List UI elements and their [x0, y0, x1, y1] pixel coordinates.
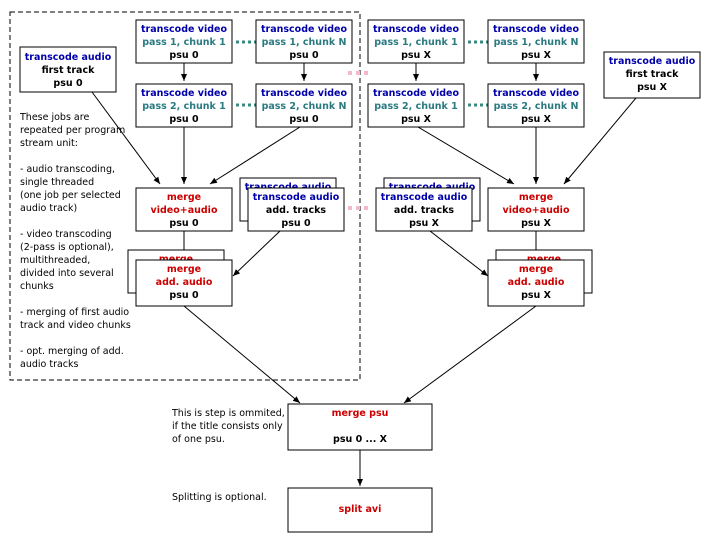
node-transcode-video-pass2-chunk1-psuX: transcode video pass 2, chunk 1 psu X	[367, 83, 465, 128]
svg-text:psu 0: psu 0	[169, 218, 199, 229]
svg-text:pass 2, chunk N: pass 2, chunk N	[494, 101, 579, 112]
svg-text:merge: merge	[519, 264, 553, 275]
svg-text:if the title consists only: if the title consists only	[172, 421, 283, 432]
svg-text:multithreaded,: multithreaded,	[20, 255, 90, 266]
svg-text:psu X: psu X	[401, 114, 432, 125]
node-merge-video-audio-psu0: merge video+audio psu 0	[135, 187, 233, 232]
svg-text:transcode audio: transcode audio	[253, 192, 340, 203]
svg-text:These jobs are: These jobs are	[19, 112, 89, 123]
svg-text:psu 0: psu 0	[289, 114, 319, 125]
svg-text:merge: merge	[167, 192, 201, 203]
svg-text:transcode video: transcode video	[493, 88, 579, 99]
svg-text:psu X: psu X	[409, 218, 440, 229]
svg-text:video+audio: video+audio	[151, 205, 218, 216]
svg-text:single threaded: single threaded	[20, 177, 94, 188]
node-transcode-video-pass1-chunk1-psuX: transcode video pass 1, chunk 1 psu X	[367, 19, 465, 64]
svg-text:Splitting is optional.: Splitting is optional.	[172, 492, 267, 503]
svg-text:(2-pass is optional),: (2-pass is optional),	[20, 242, 114, 253]
node-transcode-audio-add-tracks-psuX: transcode audio transcode audio add. tra…	[375, 177, 481, 232]
svg-text:first track: first track	[42, 65, 95, 76]
node-transcode-video-pass1-chunkN-psuX: transcode video pass 1, chunk N psu X	[487, 19, 585, 64]
svg-text:psu 0: psu 0	[53, 78, 83, 89]
svg-text:add. audio: add. audio	[156, 277, 213, 288]
node-transcode-audio-first-track-psu0: transcode audio first track psu 0	[19, 46, 117, 93]
node-transcode-video-pass2-chunkN-psu0: transcode video pass 2, chunk N psu 0	[255, 83, 353, 128]
svg-text:split avi: split avi	[339, 504, 382, 515]
svg-text:merge psu: merge psu	[332, 408, 389, 419]
node-split-avi: split avi	[287, 487, 433, 533]
node-transcode-video-pass2-chunk1-psu0: transcode video pass 2, chunk 1 psu 0	[135, 83, 233, 128]
node-merge-add-audio-psu0: merge merge add. audio psu 0	[127, 249, 233, 307]
svg-text:add. tracks: add. tracks	[266, 205, 327, 216]
svg-text:- opt. merging of add.: - opt. merging of add.	[20, 346, 124, 357]
svg-text:audio track): audio track)	[20, 203, 77, 214]
svg-text:merge: merge	[519, 192, 553, 203]
svg-text:pass 1, chunk N: pass 1, chunk N	[494, 37, 579, 48]
svg-text:transcode video: transcode video	[261, 24, 347, 35]
node-transcode-video-pass2-chunkN-psuX: transcode video pass 2, chunk N psu X	[487, 83, 585, 128]
svg-text:pass 1, chunk 1: pass 1, chunk 1	[142, 37, 226, 48]
svg-text:- audio transcoding,: - audio transcoding,	[20, 164, 115, 175]
svg-text:add. tracks: add. tracks	[394, 205, 455, 216]
svg-text:add. audio: add. audio	[508, 277, 565, 288]
svg-text:chunks: chunks	[20, 281, 54, 292]
svg-text:psu 0: psu 0	[289, 50, 319, 61]
svg-text:psu 0: psu 0	[281, 218, 311, 229]
svg-text:psu X: psu X	[521, 218, 552, 229]
svg-text:psu X: psu X	[521, 114, 552, 125]
note-split-optional: Splitting is optional.	[172, 492, 267, 503]
svg-text:track and video chunks: track and video chunks	[20, 320, 131, 331]
svg-text:transcode video: transcode video	[373, 88, 459, 99]
svg-text:psu X: psu X	[521, 290, 552, 301]
svg-text:psu X: psu X	[401, 50, 432, 61]
svg-text:psu 0: psu 0	[169, 50, 199, 61]
node-merge-add-audio-psuX: merge merge add. audio psu X	[487, 249, 593, 307]
svg-text:pass 2, chunk 1: pass 2, chunk 1	[142, 101, 226, 112]
node-transcode-video-pass1-chunkN-psu0: transcode video pass 1, chunk N psu 0	[255, 19, 353, 64]
node-transcode-video-pass1-chunk1-psu0: transcode video pass 1, chunk 1 psu 0	[135, 19, 233, 64]
svg-text:psu X: psu X	[521, 50, 552, 61]
note-merge-psu-omitted: This is step is ommited, if the title co…	[171, 408, 285, 445]
svg-text:psu 0 ... X: psu 0 ... X	[333, 434, 388, 445]
svg-text:transcode audio: transcode audio	[609, 56, 696, 67]
node-merge-psu: merge psu psu 0 ... X	[287, 403, 433, 451]
svg-text:transcode video: transcode video	[141, 24, 227, 35]
svg-text:stream unit:: stream unit:	[20, 138, 78, 149]
node-merge-video-audio-psuX: merge video+audio psu X	[487, 187, 585, 232]
svg-text:video+audio: video+audio	[503, 205, 570, 216]
svg-text:of one psu.: of one psu.	[172, 434, 225, 445]
svg-text:(one job per selected: (one job per selected	[20, 190, 121, 201]
svg-text:psu 0: psu 0	[169, 114, 199, 125]
svg-text:pass 2, chunk 1: pass 2, chunk 1	[374, 101, 458, 112]
note-repeat-per-psu: These jobs are repeated per program stre…	[19, 112, 131, 370]
svg-text:transcode video: transcode video	[493, 24, 579, 35]
svg-text:transcode video: transcode video	[373, 24, 459, 35]
svg-text:pass 2, chunk N: pass 2, chunk N	[262, 101, 347, 112]
svg-text:psu 0: psu 0	[169, 290, 199, 301]
svg-text:transcode video: transcode video	[141, 88, 227, 99]
node-transcode-audio-add-tracks-psu0: transcode audio transcode audio add. tra…	[239, 177, 345, 232]
svg-text:repeated per program: repeated per program	[20, 125, 125, 136]
svg-text:transcode video: transcode video	[261, 88, 347, 99]
psu0-group-frame	[9, 11, 361, 381]
svg-text:- merging of first audio: - merging of first audio	[20, 307, 129, 318]
svg-text:first track: first track	[626, 69, 679, 80]
node-transcode-audio-first-track-psuX: transcode audio first track psu X	[603, 51, 701, 99]
svg-text:transcode audio: transcode audio	[25, 52, 112, 63]
svg-text:pass 1, chunk 1: pass 1, chunk 1	[374, 37, 458, 48]
ellipsis-dots	[236, 40, 489, 210]
svg-text:transcode audio: transcode audio	[381, 192, 468, 203]
svg-text:merge: merge	[167, 264, 201, 275]
svg-text:audio tracks: audio tracks	[20, 359, 79, 370]
svg-text:pass 1, chunk N: pass 1, chunk N	[262, 37, 347, 48]
svg-text:- video transcoding: - video transcoding	[20, 229, 112, 240]
svg-text:psu X: psu X	[637, 82, 668, 93]
svg-text:This is step is ommited,: This is step is ommited,	[171, 408, 285, 419]
svg-text:divided into several: divided into several	[20, 268, 114, 279]
